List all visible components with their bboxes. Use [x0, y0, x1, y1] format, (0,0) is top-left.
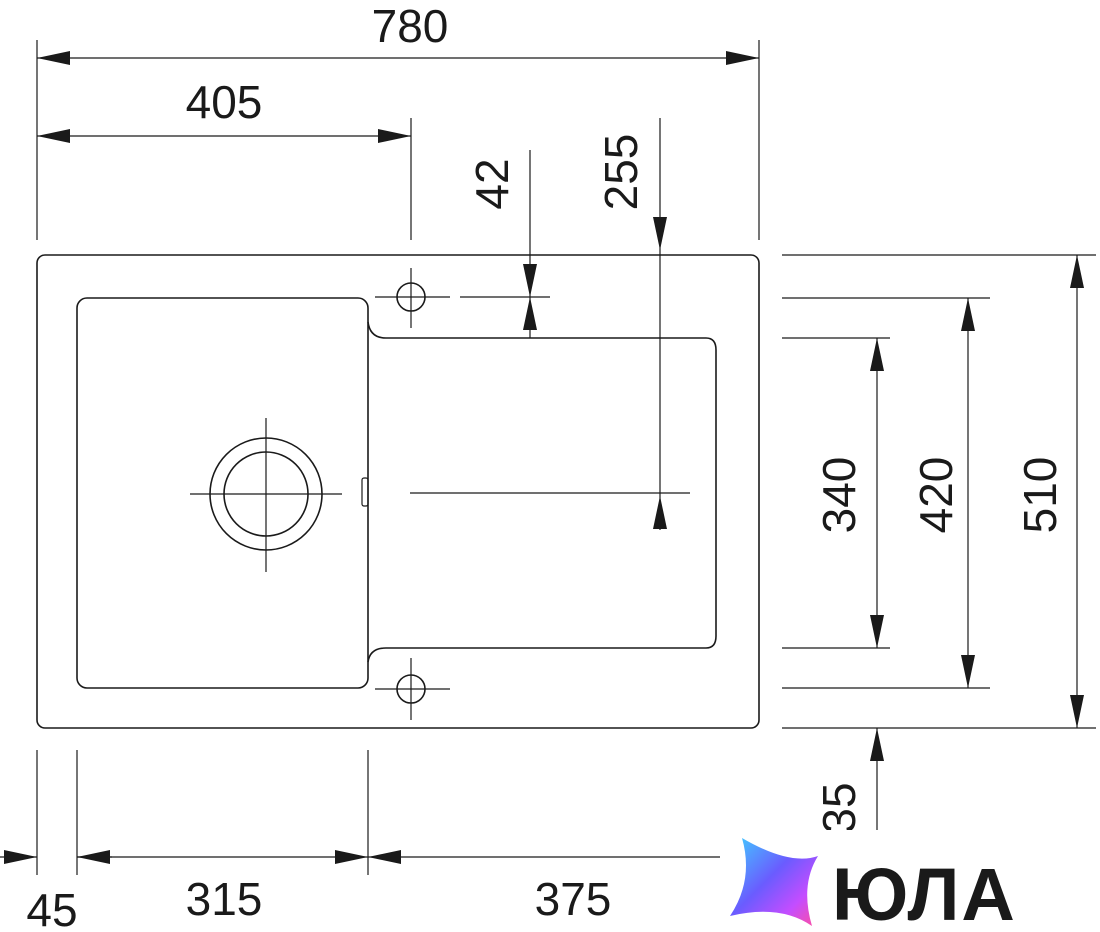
overflow-slot [361, 477, 369, 507]
drain-icon [190, 418, 342, 572]
right-extension-lines [782, 254, 1096, 729]
dimension-42: 42 [460, 150, 550, 338]
label-510: 510 [1014, 457, 1066, 534]
dimension-510: 510 [1014, 255, 1084, 728]
dimension-375: 375 [368, 850, 720, 925]
youla-star-icon [730, 838, 818, 926]
label-42: 42 [466, 158, 518, 209]
dimension-405: 405 [37, 76, 412, 240]
youla-logo-text: ЮЛА [832, 853, 1017, 932]
label-45: 45 [26, 884, 77, 932]
dimension-315: 315 [77, 850, 368, 925]
label-35: 35 [813, 782, 865, 833]
dimension-340: 340 [813, 338, 884, 648]
label-340: 340 [813, 457, 865, 534]
dimension-45: 45 [0, 850, 112, 932]
tap-hole-top-icon [375, 268, 450, 328]
sink-outline [36, 254, 760, 729]
tap-hole-bottom-icon [375, 658, 450, 720]
dimension-420: 420 [910, 298, 975, 688]
bottom-extension-lines [36, 750, 369, 875]
drainer-outline [367, 321, 717, 663]
label-315: 315 [186, 873, 263, 925]
dimension-780: 780 [36, 0, 760, 240]
label-780: 780 [372, 0, 449, 52]
label-420: 420 [910, 457, 962, 534]
youla-logo: ЮЛА [730, 838, 1017, 932]
bowl-outline [76, 297, 369, 689]
label-405: 405 [186, 76, 263, 128]
dimension-255: 255 [410, 118, 690, 530]
dimension-35: 35 [810, 728, 930, 850]
sink-outer-edge [36, 254, 760, 729]
label-255: 255 [595, 134, 647, 211]
label-375: 375 [535, 873, 612, 925]
